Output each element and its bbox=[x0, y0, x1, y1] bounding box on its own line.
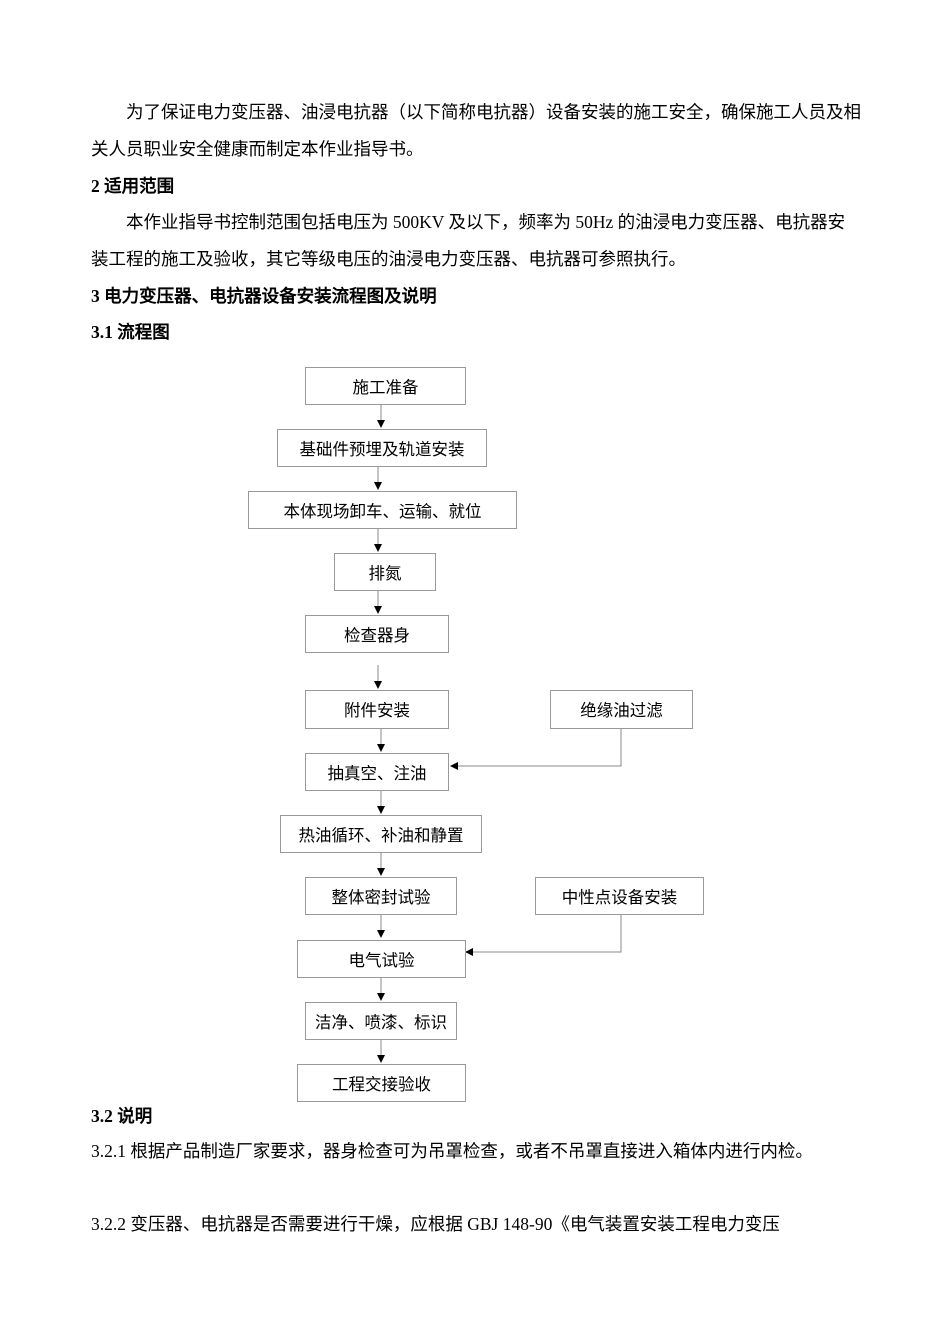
flow-step-accessory-install: 附件安装 bbox=[305, 690, 449, 729]
flow-step-vacuum-oil-fill: 抽真空、注油 bbox=[305, 753, 449, 791]
section-3-2-2-paragraph: 3.2.2 变压器、电抗器是否需要进行干燥，应根据 GBJ 148-90《电气装… bbox=[91, 1214, 780, 1234]
section-3-1-heading: 3.1 流程图 bbox=[91, 322, 170, 342]
flow-step-construction-prep: 施工准备 bbox=[305, 367, 466, 405]
flow-step-nitrogen-discharge: 排氮 bbox=[334, 553, 436, 591]
flow-step-unload-transport: 本体现场卸车、运输、就位 bbox=[248, 491, 517, 529]
flow-step-cleaning-painting: 洁净、喷漆、标识 bbox=[305, 1002, 457, 1040]
flow-step-seal-test: 整体密封试验 bbox=[305, 877, 457, 915]
flow-step-hot-oil-circulation: 热油循环、补油和静置 bbox=[280, 815, 482, 853]
section-3-2-heading: 3.2 说明 bbox=[91, 1106, 153, 1126]
section-3-heading: 3 电力变压器、电抗器设备安装流程图及说明 bbox=[91, 286, 437, 306]
section-2-heading: 2 适用范围 bbox=[91, 176, 175, 196]
flow-step-handover-acceptance: 工程交接验收 bbox=[297, 1064, 466, 1102]
flow-side-neutral-equipment: 中性点设备安装 bbox=[535, 877, 704, 915]
section-3-2-1-paragraph: 3.2.1 根据产品制造厂家要求，器身检查可为吊罩检查，或者不吊罩直接进入箱体内… bbox=[91, 1141, 813, 1161]
flow-step-foundation-rail: 基础件预埋及轨道安装 bbox=[277, 429, 487, 467]
section-2-body: 本作业指导书控制范围包括电压为 500KV 及以下，频率为 50Hz 的油浸电力… bbox=[91, 212, 846, 269]
flow-side-oil-filtration: 绝缘油过滤 bbox=[550, 690, 693, 729]
intro-paragraph: 为了保证电力变压器、油浸电抗器（以下简称电抗器）设备安装的施工安全，确保施工人员… bbox=[91, 102, 861, 159]
flow-step-electrical-test: 电气试验 bbox=[297, 940, 466, 978]
flow-step-core-inspection: 检查器身 bbox=[305, 615, 449, 653]
